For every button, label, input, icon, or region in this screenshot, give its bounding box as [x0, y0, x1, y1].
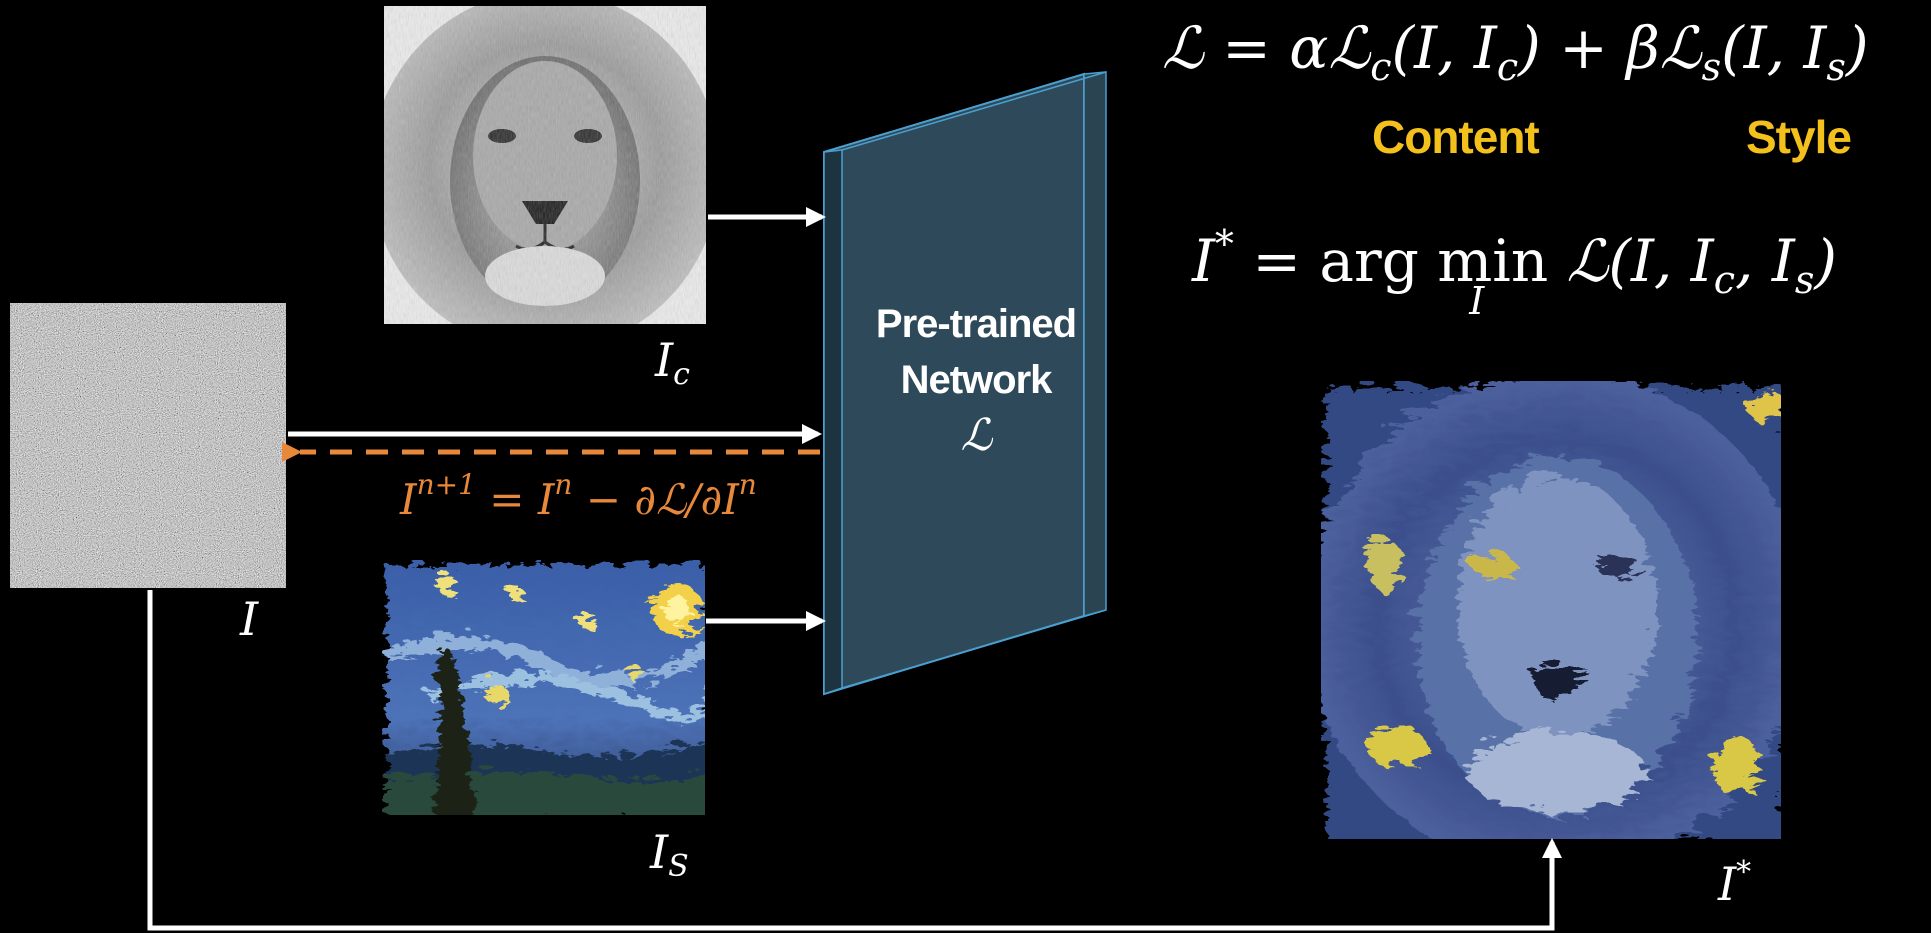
- content-label-base: I: [655, 333, 674, 387]
- output-label-base: I: [1718, 857, 1737, 911]
- min-operator: min I: [1437, 227, 1549, 323]
- optimum-sub-s: s: [1794, 258, 1815, 302]
- output-image: [1321, 381, 1781, 839]
- update-sup1: n+1: [416, 468, 476, 501]
- equals-sign: =: [1222, 14, 1271, 82]
- style-tag: Style: [1746, 111, 1852, 163]
- update-lhs: I: [400, 475, 417, 524]
- network-title: Pre-trained Network ℒ: [856, 296, 1096, 464]
- style-args-close: ): [1845, 14, 1869, 82]
- output-image-label: I*: [1718, 855, 1751, 911]
- input-to-output-arrow: [147, 590, 1562, 931]
- input-label-base: I: [240, 592, 259, 646]
- optimum-star: *: [1214, 222, 1234, 266]
- style-image-label: IS: [650, 825, 689, 884]
- optimum-rhs-mid: , I: [1735, 227, 1795, 295]
- input-image-label: I: [240, 592, 258, 646]
- optimum-rhs-close: ): [1814, 227, 1837, 295]
- optimum-rhs: ℒ(I, I: [1566, 227, 1714, 295]
- content-args-close: ): [1518, 14, 1541, 82]
- update-equals: =: [489, 475, 525, 524]
- style-image: [382, 560, 705, 815]
- output-label-sup: *: [1736, 855, 1752, 890]
- content-args-subscript: c: [1496, 45, 1519, 89]
- style-loss-symbol: ℒ: [1659, 14, 1702, 82]
- content-loss-symbol: ℒ: [1328, 14, 1371, 82]
- arg-text: arg: [1319, 227, 1419, 295]
- content-subscript: c: [1370, 45, 1392, 89]
- style-label-base: I: [650, 825, 669, 879]
- content-image-label: Ic: [655, 333, 690, 392]
- update-sup3: n: [738, 468, 757, 501]
- network-block: [823, 71, 1107, 696]
- update-i2: I: [537, 475, 555, 524]
- optimum-equals: =: [1252, 227, 1301, 295]
- min-subscript: I: [1469, 279, 1485, 323]
- network-line2: Network: [900, 358, 1053, 402]
- optimum-formula: I* = arg min I ℒ(I, Ic, Is): [1192, 222, 1837, 323]
- content-image: [384, 6, 706, 324]
- style-subscript: s: [1701, 45, 1722, 89]
- update-rest: − ∂ℒ/∂I: [585, 475, 739, 524]
- network-loss-symbol: ℒ: [960, 410, 993, 461]
- beta-symbol: β: [1626, 14, 1660, 82]
- plus-sign: +: [1559, 14, 1608, 82]
- content-loss-args: (I, I: [1391, 14, 1497, 82]
- min-text: min: [1437, 227, 1549, 295]
- alpha-symbol: α: [1289, 14, 1329, 82]
- content-label-sub: c: [673, 357, 690, 392]
- content-tag: Content: [1372, 111, 1540, 163]
- network-line1: Pre-trained: [875, 302, 1077, 346]
- optimum-lhs: I: [1192, 227, 1215, 295]
- loss-symbol: ℒ: [1162, 14, 1204, 82]
- optimum-sub-c: c: [1713, 258, 1736, 302]
- style-label-sub: S: [668, 849, 689, 884]
- input-noise-image: [10, 303, 286, 588]
- update-formula: In+1 = In − ∂ℒ/∂In: [400, 468, 757, 524]
- update-sup2: n: [554, 468, 573, 501]
- style-loss-args: (I, I: [1721, 14, 1827, 82]
- loss-formula: ℒ = αℒc(I, Ic) + βℒs(I, Is): [1162, 14, 1869, 89]
- style-args-subscript: s: [1826, 45, 1846, 89]
